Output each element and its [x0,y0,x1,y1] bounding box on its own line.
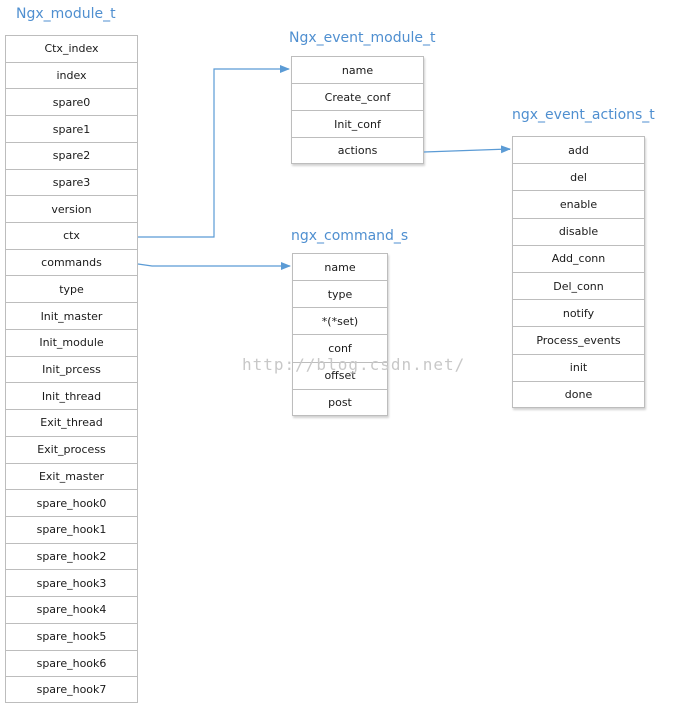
field-name: name [293,253,387,280]
field-set: *(*set) [293,307,387,334]
field-post: post [293,388,387,416]
field-offset: offset [293,361,387,389]
field-init-prcess: Init_prcess [6,355,137,383]
field-del-conn: Del_conn [513,271,644,299]
field-del: del [513,163,644,190]
ngx-event-module-t-title: Ngx_event_module_t [289,30,436,46]
field-spare2: spare2 [6,141,137,169]
field-spare0: spare0 [6,88,137,115]
field-init-conf: Init_conf [292,110,423,137]
field-version: version [6,195,137,222]
field-init-module: Init_module [6,328,137,356]
field-spare-hook4: spare_hook4 [6,596,137,623]
field-add: add [513,136,644,163]
field-add-conn: Add_conn [513,244,644,272]
field-init-thread: Init_thread [6,382,137,409]
field-spare-hook0: spare_hook0 [6,489,137,516]
ngx-command-s-title: ngx_command_s [291,228,409,244]
arrow-ctx-to-event-module [138,65,290,238]
field-notify: notify [513,299,644,326]
arrow-actions-to-event-actions [423,145,511,154]
field-spare-hook1: spare_hook1 [6,515,137,543]
field-init: init [513,353,644,381]
watermark-text: http://blog.csdn.net/ [242,355,466,374]
field-spare3: spare3 [6,168,137,196]
field-spare-hook5: spare_hook5 [6,622,137,650]
field-conf: conf [293,334,387,361]
field-spare1: spare1 [6,115,137,142]
field-actions: actions [292,137,423,164]
field-type: type [6,275,137,302]
field-done: done [513,380,644,408]
field-spare-hook3: spare_hook3 [6,569,137,596]
ngx-module-t-title: Ngx_module_t [16,6,116,22]
field-exit-thread: Exit_thread [6,409,137,436]
field-create-conf: Create_conf [292,83,423,110]
arrow-commands-to-command-s [137,262,291,270]
field-enable: enable [513,190,644,217]
field-disable: disable [513,217,644,245]
field-spare-hook6: spare_hook6 [6,649,137,677]
field-commands: commands [6,248,137,276]
field-name: name [292,56,423,83]
ngx-event-actions-t-title: ngx_event_actions_t [512,107,655,123]
field-ctx-index: Ctx_index [6,35,137,62]
field-type: type [293,280,387,307]
field-init-master: Init_master [6,302,137,329]
field-spare-hook2: spare_hook2 [6,542,137,570]
field-ctx: ctx [6,222,137,249]
field-index: index [6,61,137,89]
field-exit-master: Exit_master [6,462,137,490]
field-process-events: Process_events [513,326,644,353]
field-exit-process: Exit_process [6,435,137,463]
field-spare-hook7: spare_hook7 [6,676,137,703]
